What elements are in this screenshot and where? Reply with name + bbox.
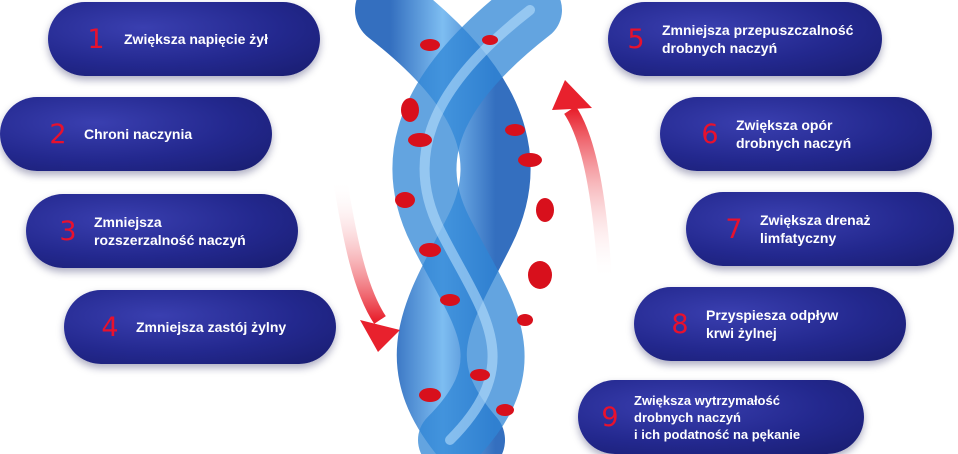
red-cell bbox=[440, 294, 460, 306]
benefit-number: 9 bbox=[601, 401, 619, 433]
benefit-pill-7: 7 Zwiększa drenaż limfatyczny bbox=[686, 192, 954, 266]
red-cell bbox=[408, 133, 432, 147]
benefit-number: 3 bbox=[59, 215, 77, 247]
red-cell bbox=[482, 35, 498, 45]
red-cell bbox=[420, 39, 440, 51]
arrow-down-left bbox=[333, 178, 400, 352]
red-cell bbox=[419, 243, 441, 257]
benefit-number: 2 bbox=[49, 118, 67, 150]
red-cell bbox=[496, 404, 514, 416]
benefit-text: Zwiększa drenaż limfatyczny bbox=[760, 212, 871, 246]
benefit-number: 1 bbox=[87, 23, 105, 55]
red-blood-cells bbox=[395, 35, 554, 416]
red-cell bbox=[395, 192, 415, 208]
benefit-text: Zmniejsza rozszerzalność naczyń bbox=[94, 214, 246, 248]
benefit-pill-3: 3 Zmniejsza rozszerzalność naczyń bbox=[26, 194, 298, 268]
benefit-text: Zmniejsza przepuszczalność drobnych nacz… bbox=[662, 22, 854, 56]
red-cell bbox=[470, 369, 490, 381]
arrow-up-right bbox=[552, 80, 612, 281]
benefit-pill-4: 4 Zmniejsza zastój żylny bbox=[64, 290, 336, 364]
benefit-pill-8: 8 Przyspiesza odpływ krwi żylnej bbox=[634, 287, 906, 361]
benefit-text: Zwiększa wytrzymałość drobnych naczyń i … bbox=[634, 392, 801, 442]
red-cell bbox=[419, 388, 441, 402]
benefit-text: Przyspiesza odpływ krwi żylnej bbox=[706, 307, 839, 341]
red-cell bbox=[401, 98, 419, 122]
benefit-text: Chroni naczynia bbox=[84, 126, 193, 142]
red-cell bbox=[536, 198, 554, 222]
benefit-pill-5: 5 Zmniejsza przepuszczalność drobnych na… bbox=[608, 2, 882, 76]
benefit-pill-9: 9 Zwiększa wytrzymałość drobnych naczyń … bbox=[578, 380, 864, 454]
benefit-number: 5 bbox=[627, 23, 645, 55]
red-cell bbox=[505, 124, 525, 136]
benefit-number: 8 bbox=[671, 308, 689, 340]
vessel-highlight bbox=[419, 5, 535, 445]
red-cell bbox=[517, 314, 533, 326]
benefit-text: Zwiększa opór drobnych naczyń bbox=[736, 117, 852, 151]
benefit-text: Zmniejsza zastój żylny bbox=[136, 319, 287, 335]
benefit-pill-1: 1 Zwiększa napięcie żył bbox=[48, 2, 320, 76]
benefit-pill-6: 6 Zwiększa opór drobnych naczyń bbox=[660, 97, 932, 171]
red-cell bbox=[528, 261, 552, 289]
benefit-number: 7 bbox=[725, 213, 743, 245]
benefit-number: 4 bbox=[101, 311, 119, 343]
benefit-pill-2: 2 Chroni naczynia bbox=[0, 97, 272, 171]
benefit-number: 6 bbox=[701, 118, 719, 150]
red-cell bbox=[518, 153, 542, 167]
benefit-text: Zwiększa napięcie żył bbox=[124, 31, 268, 47]
blood-vessel-illustration bbox=[333, 0, 612, 454]
